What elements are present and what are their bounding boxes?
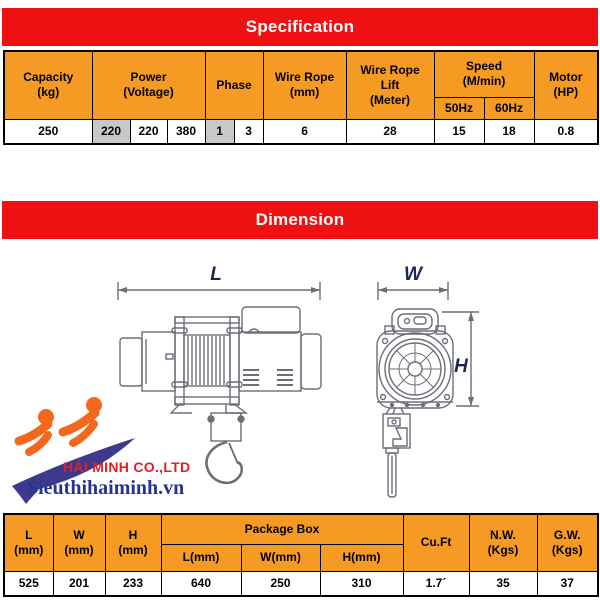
dimension-banner: Dimension <box>2 201 598 239</box>
spec-header-power: Power (Voltage) <box>91 50 206 120</box>
length-dimension-label: L <box>210 264 222 285</box>
pkg-value-box-w: 250 <box>240 570 321 597</box>
specification-banner: Specification <box>2 8 598 46</box>
spec-header-speed: Speed (M/min) <box>433 50 535 98</box>
hoist-dimension-drawing: L W H <box>117 264 479 498</box>
height-dimension-arrow <box>442 311 479 407</box>
spec-value-wire-rope-lift: 28 <box>345 118 435 145</box>
pkg-value-box-l: 640 <box>160 570 242 597</box>
pkg-value-cuft: 1.7´ <box>402 570 470 597</box>
logo-company-name: HẢI MINH CO.,LTD <box>63 459 191 475</box>
pkg-value-nw: 35 <box>468 570 538 597</box>
spec-value-voltage-380: 380 <box>166 118 206 145</box>
pkg-value-h: 233 <box>104 570 162 597</box>
width-dimension-label: W <box>404 264 424 285</box>
pkg-header-box-w: W(mm) <box>240 543 321 572</box>
logo-website-text: Sieuthihaiminh.vn <box>27 477 185 499</box>
pkg-header-l: L (mm) <box>3 513 54 572</box>
logo-swoosh <box>12 438 135 504</box>
specification-table: Capacity (kg) Power (Voltage) Phase Wire… <box>3 50 600 145</box>
spec-header-speed-60hz: 60Hz <box>483 96 535 120</box>
spec-value-speed-50hz: 15 <box>433 118 485 145</box>
spec-data-row: 250 220 220 380 1 3 6 28 15 18 0.8 <box>3 118 599 145</box>
pkg-value-w: 201 <box>52 570 106 597</box>
spec-header-wire-rope-lift: Wire Rope Lift (Meter) <box>345 50 435 120</box>
fan-grille <box>378 332 452 406</box>
pkg-header-h: H (mm) <box>104 513 162 572</box>
spec-value-voltage-220-3ph: 220 <box>129 118 168 145</box>
control-box <box>241 306 301 334</box>
height-dimension-label: H <box>454 356 469 377</box>
pkg-header-gw: G.W. (Kgs) <box>536 513 599 572</box>
hoist-side-view-drawing <box>117 282 322 485</box>
logo-figure-left <box>14 409 54 456</box>
spec-value-motor: 0.8 <box>533 118 599 145</box>
spec-value-phase-three: 3 <box>233 118 264 145</box>
pkg-header-cuft: Cu.Ft <box>402 513 470 572</box>
pkg-value-box-h: 310 <box>319 570 404 597</box>
spec-header-wire-rope: Wire Rope (mm) <box>262 50 347 120</box>
hoist-front-view-drawing <box>376 282 479 498</box>
pkg-header-box-h: H(mm) <box>319 543 404 572</box>
dimension-title: Dimension <box>255 210 345 229</box>
specification-title: Specification <box>245 17 355 36</box>
spec-value-speed-60hz: 18 <box>483 118 535 145</box>
spec-header-phase: Phase <box>204 50 264 120</box>
logo-figure-right <box>58 397 102 447</box>
spec-value-capacity: 250 <box>3 118 93 145</box>
width-dimension-arrow <box>377 282 449 300</box>
package-table: L (mm) W (mm) H (mm) Package Box Cu.Ft N… <box>3 513 600 597</box>
package-data-row: 525 201 233 640 250 310 1.7´ 35 37 <box>3 570 599 597</box>
pkg-header-nw: N.W. (Kgs) <box>468 513 538 572</box>
spec-header-capacity: Capacity (kg) <box>3 50 93 120</box>
spec-value-voltage-220-1ph: 220 <box>91 118 131 145</box>
pkg-header-box-l: L(mm) <box>160 543 242 572</box>
spec-value-phase-single: 1 <box>204 118 235 145</box>
suspension-bracket <box>382 407 411 498</box>
pkg-value-gw: 37 <box>536 570 599 597</box>
pkg-header-package-box: Package Box <box>160 513 404 545</box>
length-dimension-arrow <box>117 282 321 300</box>
spec-value-wire-rope: 6 <box>262 118 347 145</box>
pkg-value-l: 525 <box>3 570 54 597</box>
hook-assembly <box>205 404 245 485</box>
cable-drum <box>183 334 231 387</box>
spec-header-speed-50hz: 50Hz <box>433 96 485 120</box>
pkg-header-w: W (mm) <box>52 513 106 572</box>
spec-header-motor: Motor (HP) <box>533 50 599 120</box>
hai-minh-logo-icon <box>12 397 135 504</box>
carry-handle <box>384 308 446 335</box>
